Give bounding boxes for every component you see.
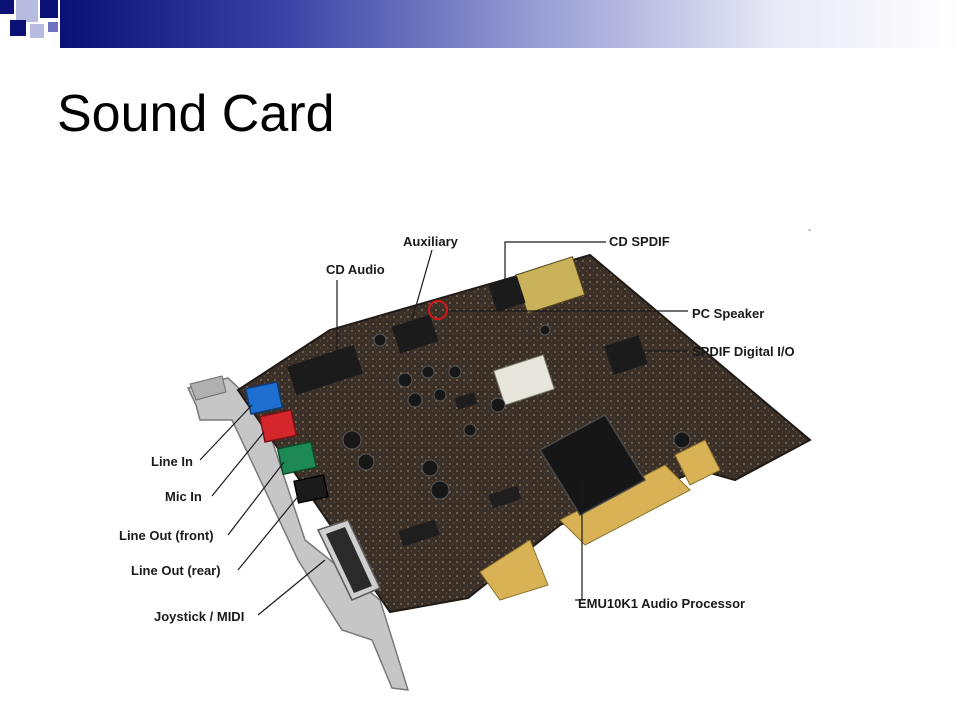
label-line-out-front: Line Out (front) xyxy=(119,528,214,543)
mic-in-jack xyxy=(258,409,298,443)
pc-speaker-ring xyxy=(428,300,448,320)
label-spdif-digital-io: SPDIF Digital I/O xyxy=(692,344,795,359)
decor-square xyxy=(0,0,14,14)
line-out-front-jack xyxy=(276,440,318,476)
edge-connector-contacts xyxy=(479,439,721,601)
spdif-digital-io-connector xyxy=(604,335,648,375)
label-line-in: Line In xyxy=(151,454,193,469)
line-in-jack xyxy=(244,381,284,415)
label-emu10k1: EMU10K1 Audio Processor xyxy=(578,596,745,611)
label-auxiliary: Auxiliary xyxy=(403,234,459,249)
decor-square xyxy=(48,22,58,32)
decor-square xyxy=(16,0,38,22)
capacitors xyxy=(342,324,691,500)
stray-mark: - xyxy=(808,225,811,236)
decor-square xyxy=(30,24,44,38)
label-joystick-midi: Joystick / MIDI xyxy=(154,609,244,624)
label-cd-spdif: CD SPDIF xyxy=(609,234,670,249)
decor-square xyxy=(40,0,58,18)
crystal-oscillator xyxy=(493,354,555,406)
label-pc-speaker: PC Speaker xyxy=(692,306,764,321)
header-gradient-bar xyxy=(60,0,960,48)
small-ics xyxy=(398,392,522,547)
cd-spdif-connector xyxy=(488,276,526,312)
cd-audio-connector xyxy=(287,344,363,396)
line-out-rear-jack xyxy=(293,474,329,504)
slide-title: Sound Card xyxy=(57,85,335,143)
auxiliary-connector xyxy=(391,314,439,354)
label-cd-audio: CD Audio xyxy=(326,262,385,277)
label-mic-in: Mic In xyxy=(165,489,202,504)
bracket-tab xyxy=(189,375,227,401)
callout-lines xyxy=(199,241,688,616)
header-decoration xyxy=(0,0,960,52)
decor-square xyxy=(10,20,26,36)
emu10k1-chip xyxy=(538,414,647,516)
label-line-out-rear: Line Out (rear) xyxy=(131,563,221,578)
